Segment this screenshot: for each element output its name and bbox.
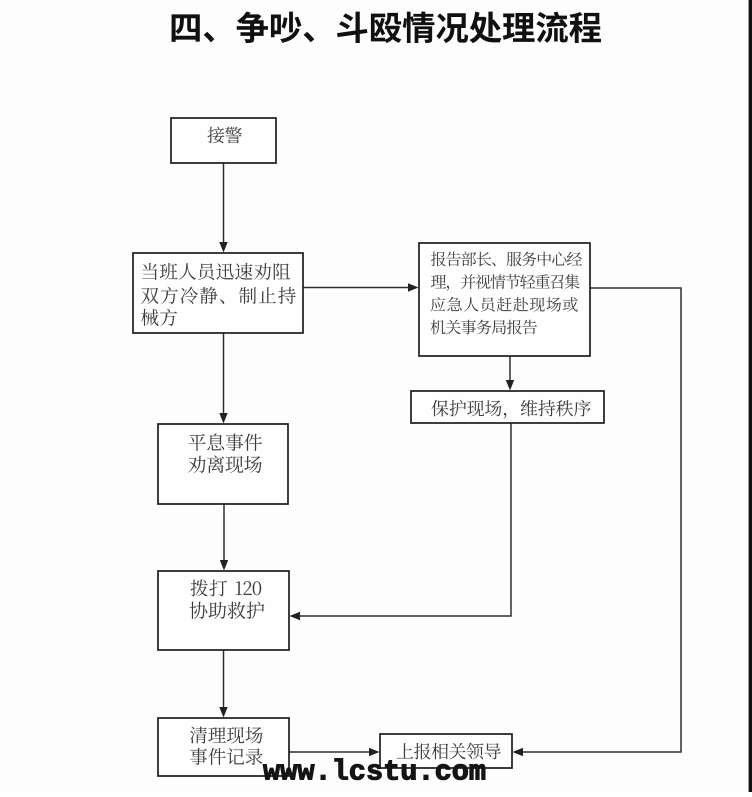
svg-text:www.lcstu.com: www.lcstu.com [263, 756, 486, 789]
